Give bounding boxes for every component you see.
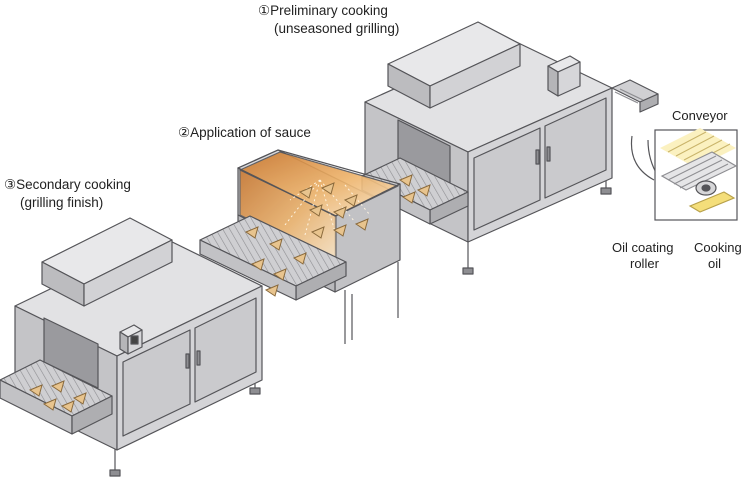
preliminary-cooking-machine (364, 21, 659, 275)
conveyor-label: Conveyor (672, 108, 728, 123)
roller-label-line2: roller (630, 256, 659, 271)
oil-coating-inset (630, 128, 738, 221)
oil-label-line1: Cooking (694, 240, 742, 255)
oil-label-line2: oil (708, 256, 722, 271)
step3-number: ③ (4, 177, 17, 192)
food-pieces (28, 174, 431, 413)
step1-label: ①Preliminary cooking (258, 2, 388, 19)
step3-title: Secondary cooking (16, 177, 131, 192)
secondary-cooking-machine (0, 217, 263, 477)
step1-subtitle: (unseasoned grilling) (274, 21, 400, 36)
step3-label: ③Secondary cooking (4, 176, 131, 193)
step2-number: ② (178, 125, 191, 140)
step1-title: Preliminary cooking (270, 3, 388, 18)
step2-title: Application of sauce (190, 125, 311, 140)
roller-label-line1: Oil coating (612, 240, 674, 255)
step3-subtitle: (grilling finish) (20, 195, 104, 210)
step2-label: ②Application of sauce (178, 124, 311, 141)
conveyor-segment-2 (199, 215, 347, 301)
step1-number: ① (258, 3, 271, 18)
